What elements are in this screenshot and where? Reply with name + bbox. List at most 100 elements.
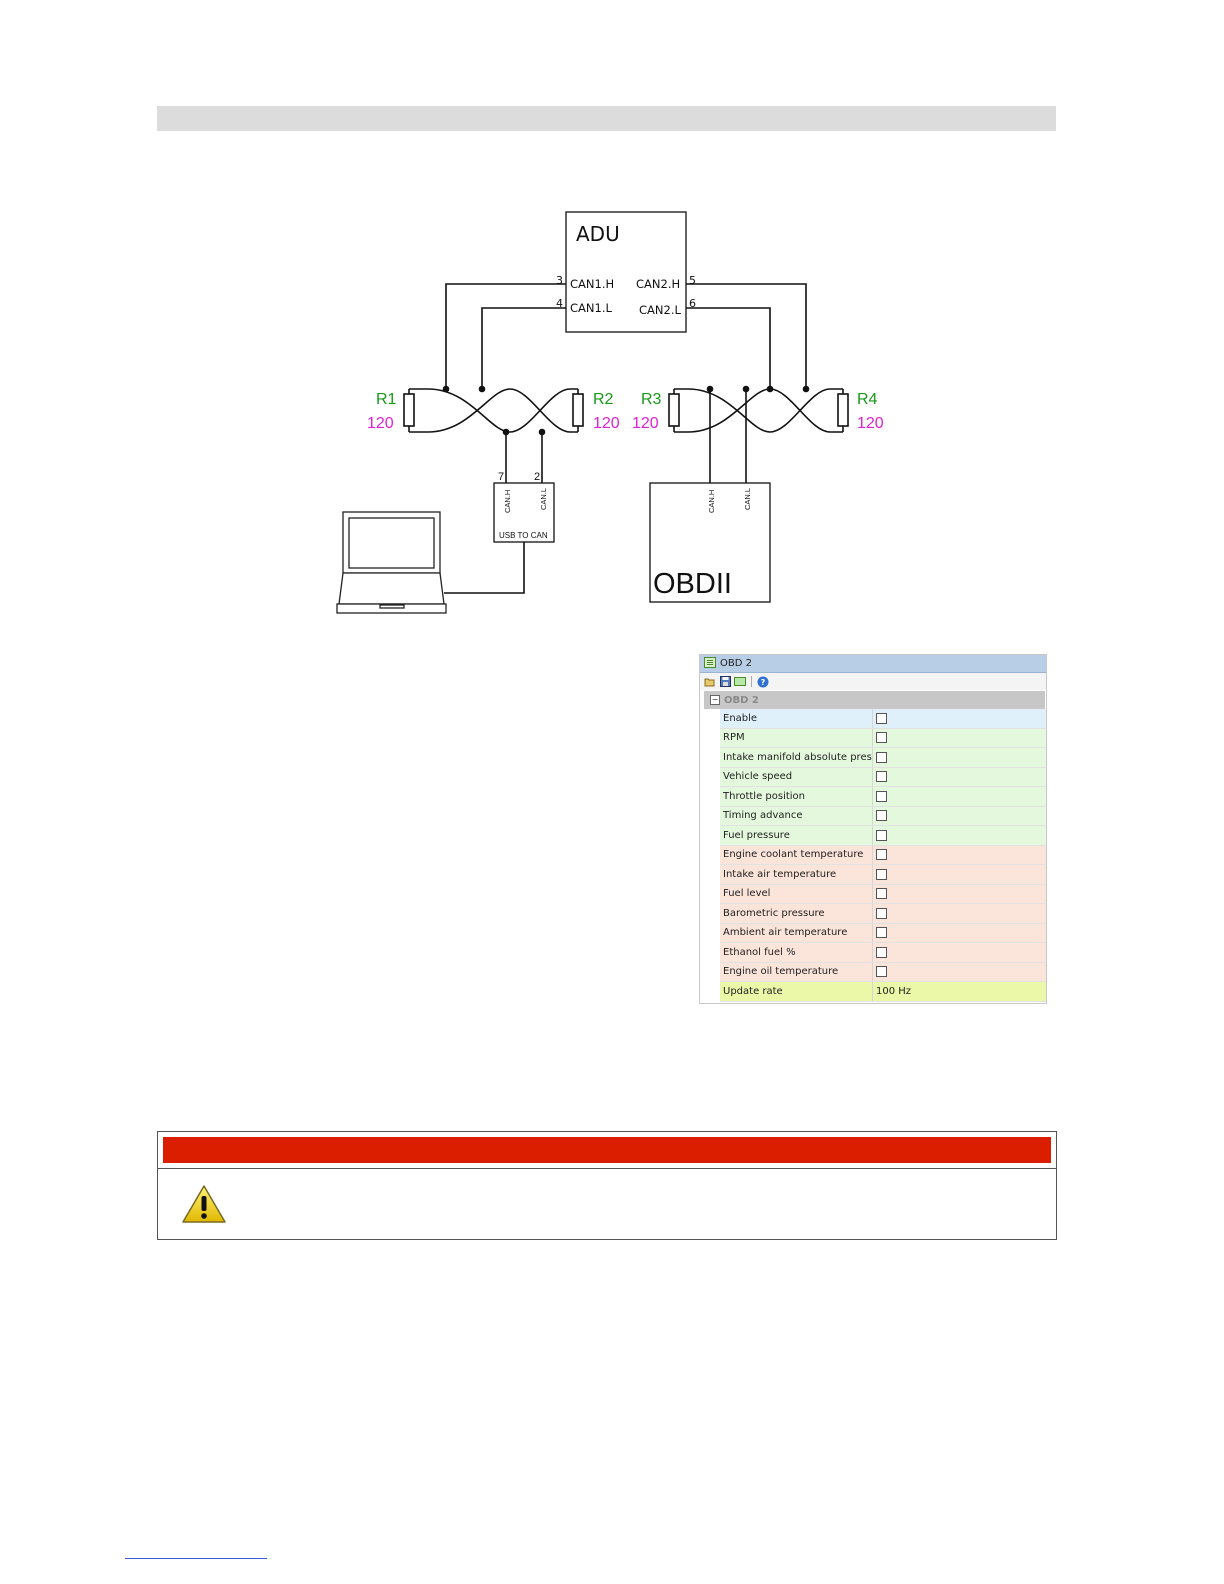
property-checkbox[interactable] <box>876 751 887 763</box>
property-row[interactable]: Throttle position <box>720 787 1046 807</box>
adu-can2-l-label: CAN2.L <box>639 303 681 317</box>
property-checkbox[interactable] <box>876 849 887 861</box>
svg-text:?: ? <box>761 678 766 687</box>
junction-dot <box>502 428 510 436</box>
property-checkbox[interactable] <box>876 868 887 880</box>
resistor-r4 <box>837 393 849 427</box>
property-row[interactable]: Timing advance <box>720 806 1046 826</box>
usb-can-l-label: CAN.L <box>539 488 548 510</box>
screen-icon[interactable] <box>734 676 746 688</box>
property-value-cell <box>873 924 1046 943</box>
property-label: Timing advance <box>720 806 873 825</box>
usb-pin-7-label: 7 <box>498 471 504 483</box>
r4-name: R4 <box>857 391 878 408</box>
r1-value: 120 <box>367 415 394 432</box>
junction-dot <box>766 385 774 393</box>
junction-dot <box>538 428 546 436</box>
help-icon[interactable]: ? <box>757 676 769 688</box>
warning-divider <box>158 1168 1056 1169</box>
property-value-cell <box>873 846 1046 865</box>
warning-box <box>157 1131 1057 1240</box>
collapse-toggle[interactable]: − <box>710 695 720 705</box>
property-label: Intake manifold absolute pressu <box>720 748 873 767</box>
r2-name: R2 <box>593 391 614 408</box>
section-header-bar <box>157 106 1056 131</box>
warning-header-bar <box>163 1137 1051 1163</box>
wire-usb-laptop <box>444 542 525 594</box>
panel-list-icon <box>704 656 716 671</box>
property-row[interactable]: Enable <box>720 709 1046 729</box>
adu-can1-h-label: CAN1.H <box>570 277 614 291</box>
laptop-icon <box>336 511 447 614</box>
property-checkbox[interactable] <box>876 810 887 822</box>
property-value-cell <box>873 865 1046 884</box>
property-checkbox[interactable] <box>876 946 887 958</box>
r4-value: 120 <box>857 415 884 432</box>
wire-can2-h <box>686 283 807 389</box>
property-row[interactable]: Engine oil temperature <box>720 962 1046 982</box>
update-rate-value[interactable]: 100 Hz <box>876 985 912 997</box>
wire-can1-l <box>481 307 566 389</box>
property-label: Enable <box>720 709 873 728</box>
left-bus-wire-b <box>409 388 578 433</box>
footnote-separator <box>125 1558 267 1559</box>
property-checkbox[interactable] <box>876 790 887 802</box>
property-value-cell <box>873 787 1046 806</box>
usb-pin-2-label: 2 <box>534 471 540 483</box>
property-label: Engine oil temperature <box>720 962 873 981</box>
property-row[interactable]: Barometric pressure <box>720 904 1046 924</box>
obd-can-h-label: CAN.H <box>707 490 716 513</box>
property-value-cell <box>873 807 1046 826</box>
property-row[interactable]: Ethanol fuel % <box>720 943 1046 963</box>
group-header-obd2[interactable]: − OBD 2 <box>704 691 1045 709</box>
property-checkbox[interactable] <box>876 732 887 744</box>
property-row[interactable]: Ambient air temperature <box>720 923 1046 943</box>
property-row[interactable]: Intake air temperature <box>720 865 1046 885</box>
usb-to-can-block <box>493 482 555 543</box>
toolbar-separator <box>751 676 752 687</box>
property-label: Barometric pressure <box>720 904 873 923</box>
property-value-cell <box>873 826 1046 845</box>
panel-titlebar: OBD 2 <box>700 655 1046 673</box>
property-row[interactable]: Engine coolant temperature <box>720 845 1046 865</box>
obd-block <box>649 482 771 603</box>
obd-can-l-label: CAN.L <box>743 488 752 510</box>
adu-title: ADU <box>576 222 620 246</box>
property-checkbox[interactable] <box>876 927 887 939</box>
property-label: Ambient air temperature <box>720 923 873 942</box>
wire-can2-l <box>686 307 771 389</box>
property-checkbox[interactable] <box>876 966 887 978</box>
pin-4-label: 4 <box>556 297 563 310</box>
folder-open-icon[interactable] <box>704 676 716 688</box>
group-label: OBD 2 <box>724 694 759 706</box>
property-label: Throttle position <box>720 787 873 806</box>
property-label: RPM <box>720 728 873 747</box>
property-label: Update rate <box>720 982 873 1001</box>
property-label: Intake air temperature <box>720 865 873 884</box>
property-checkbox[interactable] <box>876 712 887 724</box>
property-row[interactable]: Intake manifold absolute pressu <box>720 748 1046 768</box>
property-value-cell <box>873 904 1046 923</box>
property-checkbox[interactable] <box>876 888 887 900</box>
save-icon[interactable] <box>719 676 731 688</box>
property-checkbox[interactable] <box>876 907 887 919</box>
adu-can1-l-label: CAN1.L <box>570 301 612 315</box>
panel-title: OBD 2 <box>720 658 752 669</box>
adu-block <box>565 211 687 333</box>
junction-dot <box>442 385 450 393</box>
pin-3-label: 3 <box>556 274 563 287</box>
adu-can2-h-label: CAN2.H <box>636 277 680 291</box>
property-row[interactable]: Fuel pressure <box>720 826 1046 846</box>
obd-title: OBDII <box>653 568 732 600</box>
property-checkbox[interactable] <box>876 829 887 841</box>
property-row[interactable]: RPM <box>720 728 1046 748</box>
property-row[interactable]: Fuel level <box>720 884 1046 904</box>
property-checkbox[interactable] <box>876 771 887 783</box>
property-row[interactable]: Vehicle speed <box>720 767 1046 787</box>
property-value-cell <box>873 963 1046 982</box>
property-value-cell <box>873 768 1046 787</box>
right-bus-wire-a <box>674 388 843 433</box>
